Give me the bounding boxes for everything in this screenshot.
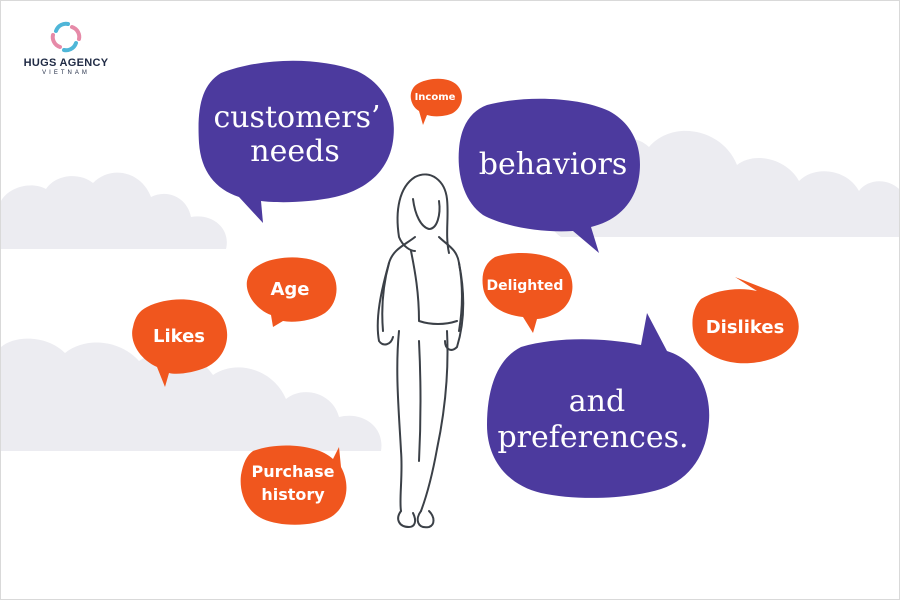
brand-subtitle: VIETNAM <box>42 70 90 76</box>
bubble-likes: Likes <box>132 299 228 387</box>
bubble-purchase-history-shape <box>240 445 347 525</box>
preferences-line2: preferences. <box>497 420 688 455</box>
figure-legs <box>396 330 449 512</box>
likes-text: Likes <box>153 326 205 347</box>
bubble-delighted: Delighted <box>482 253 573 333</box>
bubble-income: Income <box>410 78 462 125</box>
delighted-text: Delighted <box>487 278 564 294</box>
brand-name: HUGS AGENCY <box>23 57 109 69</box>
customers-needs-line1: customers’ <box>213 100 380 135</box>
bubble-dislikes: Dislikes <box>692 277 799 364</box>
bubble-preferences-shape <box>487 313 710 498</box>
hugs-logo-icon <box>50 21 82 53</box>
bubble-customers-needs-shape <box>198 60 394 224</box>
purchase-history-line1: Purchase <box>251 462 334 481</box>
dislikes-text: Dislikes <box>706 317 785 338</box>
customers-needs-line2: needs <box>250 134 339 169</box>
bubble-income-shape <box>410 78 462 125</box>
bubble-dislikes-shape <box>692 277 799 364</box>
bubble-behaviors: behaviors <box>458 98 640 253</box>
figure-feet <box>397 510 435 529</box>
bubble-likes-shape <box>132 299 228 387</box>
bubble-customers-needs: customers’ needs <box>198 60 394 224</box>
figure-face <box>412 198 441 230</box>
bubble-delighted-shape <box>482 253 573 333</box>
behaviors-text: behaviors <box>479 147 628 182</box>
bubble-purchase-history: Purchase history <box>240 445 347 525</box>
cloud-left-upper <box>1 172 227 249</box>
age-text: Age <box>270 279 309 300</box>
income-text: Income <box>415 92 456 103</box>
bubble-preferences: and preferences. <box>487 313 710 498</box>
figure-hair <box>396 173 450 254</box>
bubble-age: Age <box>246 257 337 327</box>
brand-logo: HUGS AGENCY VIETNAM <box>1 19 131 76</box>
woman-figure <box>376 173 465 529</box>
figure-torso <box>381 236 463 332</box>
purchase-history-line2: history <box>261 485 325 504</box>
figure-arms <box>376 262 465 351</box>
bubble-behaviors-shape <box>458 98 640 253</box>
cloud-left-lower <box>1 338 382 451</box>
preferences-line1: and <box>569 384 625 419</box>
bubble-age-shape <box>246 257 337 327</box>
